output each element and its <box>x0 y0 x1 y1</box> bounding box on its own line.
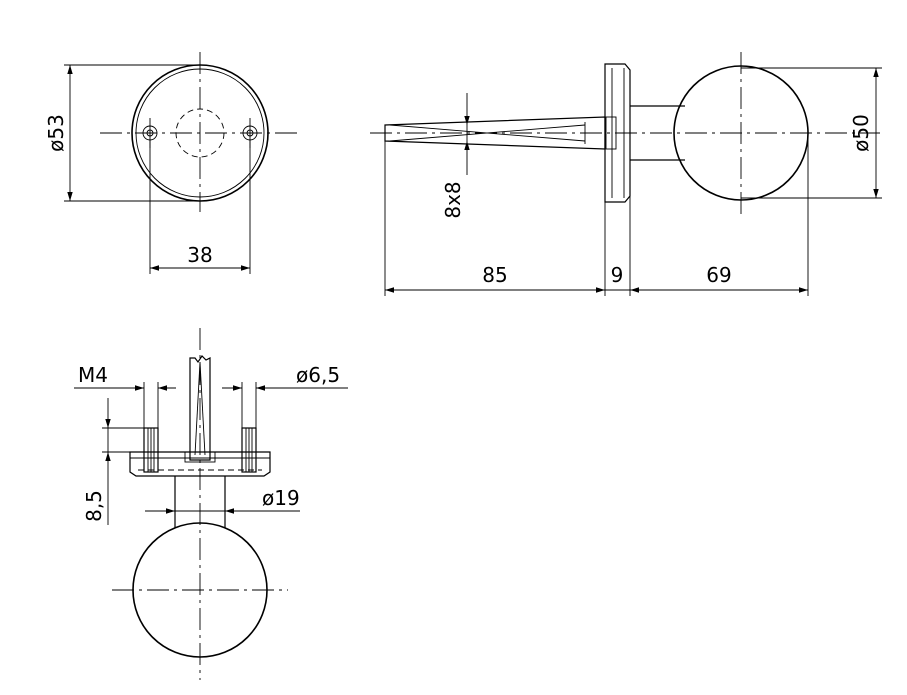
dim-label-spindle-length: 85 <box>482 263 507 287</box>
dim-label-rose-height: 8,5 <box>82 490 106 522</box>
dim-thread: M4 <box>74 363 176 428</box>
dim-label-pin-diameter: ø6,5 <box>296 363 340 387</box>
bottom-rose-plate <box>129 451 271 477</box>
bottom-neck <box>174 476 226 528</box>
dim-spindle-length: 85 <box>385 263 605 293</box>
dim-neck-diameter: ø19 <box>145 486 300 514</box>
dim-label-neck-diameter: ø19 <box>262 486 300 510</box>
dim-label-spindle-size: 8x8 <box>441 181 465 218</box>
dim-label-hole-spacing: 38 <box>187 243 212 267</box>
dim-label-knob-length: 69 <box>706 263 731 287</box>
bottom-view: M4 ø6,5 8,5 ø19 <box>74 328 348 680</box>
dim-ball-diameter: ø50 <box>741 67 882 199</box>
screw-post-right <box>241 427 257 473</box>
dim-label-outer-diameter: ø53 <box>44 114 68 152</box>
dim-knob-length: 69 <box>630 263 808 293</box>
dim-label-ball-diameter: ø50 <box>849 114 873 152</box>
dim-pin-diameter: ø6,5 <box>222 363 348 428</box>
knob-neck <box>630 105 685 161</box>
dim-rose-height: 8,5 <box>82 398 144 525</box>
front-view: ø53 38 <box>44 52 300 274</box>
dim-spindle-size: 8x8 <box>441 93 470 219</box>
screw-post-left <box>143 427 159 473</box>
bottom-spindle <box>184 355 216 463</box>
dim-outer-diameter: ø53 <box>44 64 200 202</box>
dim-label-thread: M4 <box>78 363 108 387</box>
dim-hole-spacing: 38 <box>149 140 251 274</box>
dim-label-rose-length: 9 <box>611 263 624 287</box>
dim-rose-length: 9 <box>605 263 630 291</box>
side-view: ø50 8x8 85 9 69 <box>370 52 882 296</box>
